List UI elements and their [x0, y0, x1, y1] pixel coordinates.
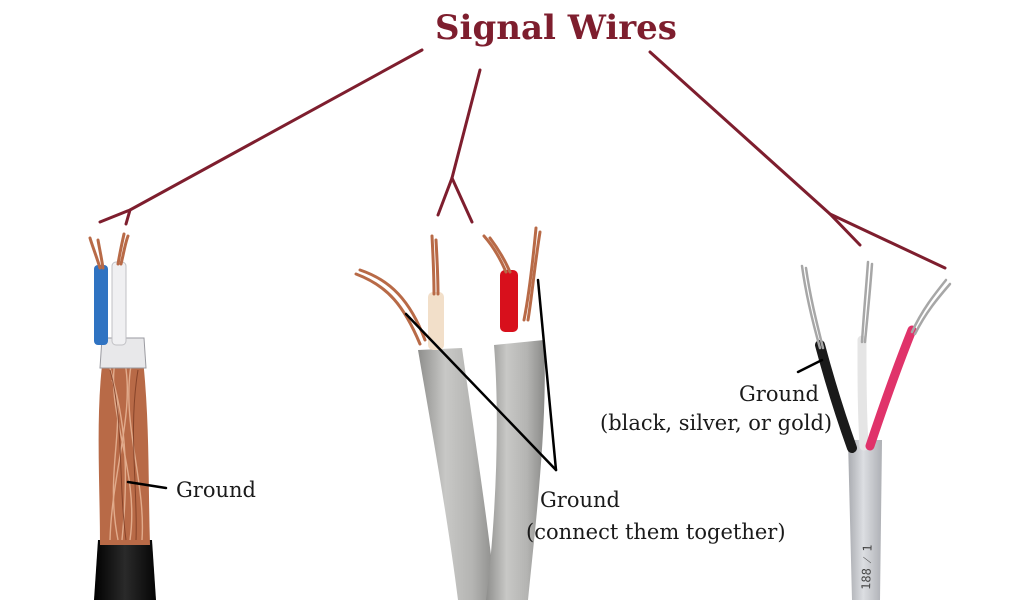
- white-wire-insulation: [111, 261, 127, 346]
- shielded-cable-icon: [88, 232, 156, 600]
- signal-wires-title: Signal Wires: [435, 8, 677, 48]
- signal-pointer-right: [648, 50, 862, 247]
- white-wire: [857, 335, 869, 451]
- black-wire: [815, 340, 857, 453]
- ground-pointer-middle-b: [536, 278, 558, 472]
- ground-pointer-lines: [126, 278, 824, 490]
- signal-pointer-lines: [98, 48, 947, 270]
- middle-ground-note: (connect them together): [526, 520, 786, 544]
- jacket-print: 188 ⁄ 1: [859, 544, 875, 590]
- left-ground-label: Ground: [176, 478, 256, 502]
- ground-pointer-left: [126, 480, 168, 490]
- right-ground-label: Ground: [739, 382, 819, 406]
- pink-wire: [865, 325, 917, 451]
- three-conductor-cable-icon: 188 ⁄ 1: [800, 260, 952, 600]
- right-coax-jacket: [486, 340, 545, 600]
- middle-ground-label: Ground: [540, 488, 620, 512]
- right-ground-note: (black, silver, or gold): [600, 411, 833, 435]
- foil-shield: [99, 337, 147, 369]
- dual-coax-cable-icon: [354, 226, 545, 600]
- black-jacket: [94, 540, 156, 600]
- ground-pointer-right: [796, 358, 824, 374]
- tan-inner-insulation: [428, 292, 444, 350]
- signal-pointer-left: [98, 48, 424, 224]
- left-coax-jacket: [418, 348, 496, 600]
- light-gray-jacket: [848, 440, 882, 600]
- blue-wire-insulation: [94, 265, 108, 345]
- ground-pointer-middle-a: [404, 312, 558, 472]
- red-inner-insulation: [500, 270, 518, 332]
